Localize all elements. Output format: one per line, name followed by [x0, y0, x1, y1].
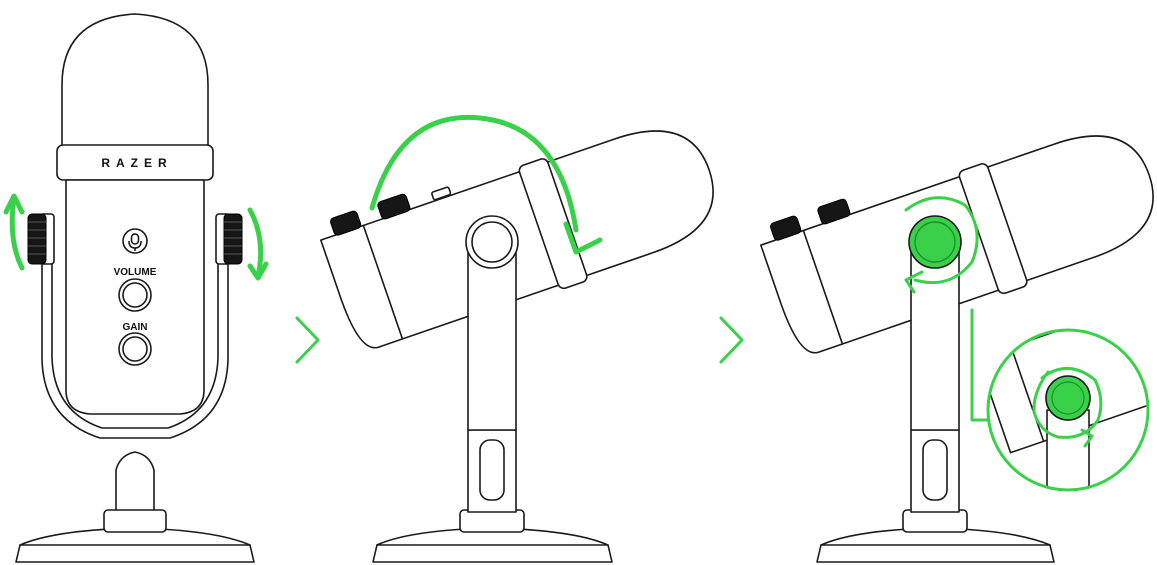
next-step-chevron-icon — [721, 318, 742, 362]
mount-knob-rotate-icon — [6, 196, 22, 268]
mic-body-front: RAZER VOLUME GAIN — [57, 14, 213, 414]
gain-label: GAIN — [123, 322, 148, 333]
pivot-lock-knob[interactable] — [909, 216, 961, 268]
pivot-joint — [466, 216, 518, 268]
step-1-front-view: RAZER VOLUME GAIN — [6, 14, 266, 562]
step-2-tilt-view — [315, 97, 730, 562]
stand-arm — [911, 242, 959, 430]
mic-body-tilted — [315, 97, 730, 358]
step-3-pivot-lock-view — [755, 102, 1157, 562]
brand-logo: RAZER — [101, 156, 172, 170]
next-step-chevron-icon — [297, 318, 318, 362]
mount-knob-rotate-icon — [250, 210, 266, 278]
mic-base — [16, 452, 254, 562]
zoom-detail-icon — [973, 286, 1157, 500]
volume-label: VOLUME — [114, 267, 157, 278]
